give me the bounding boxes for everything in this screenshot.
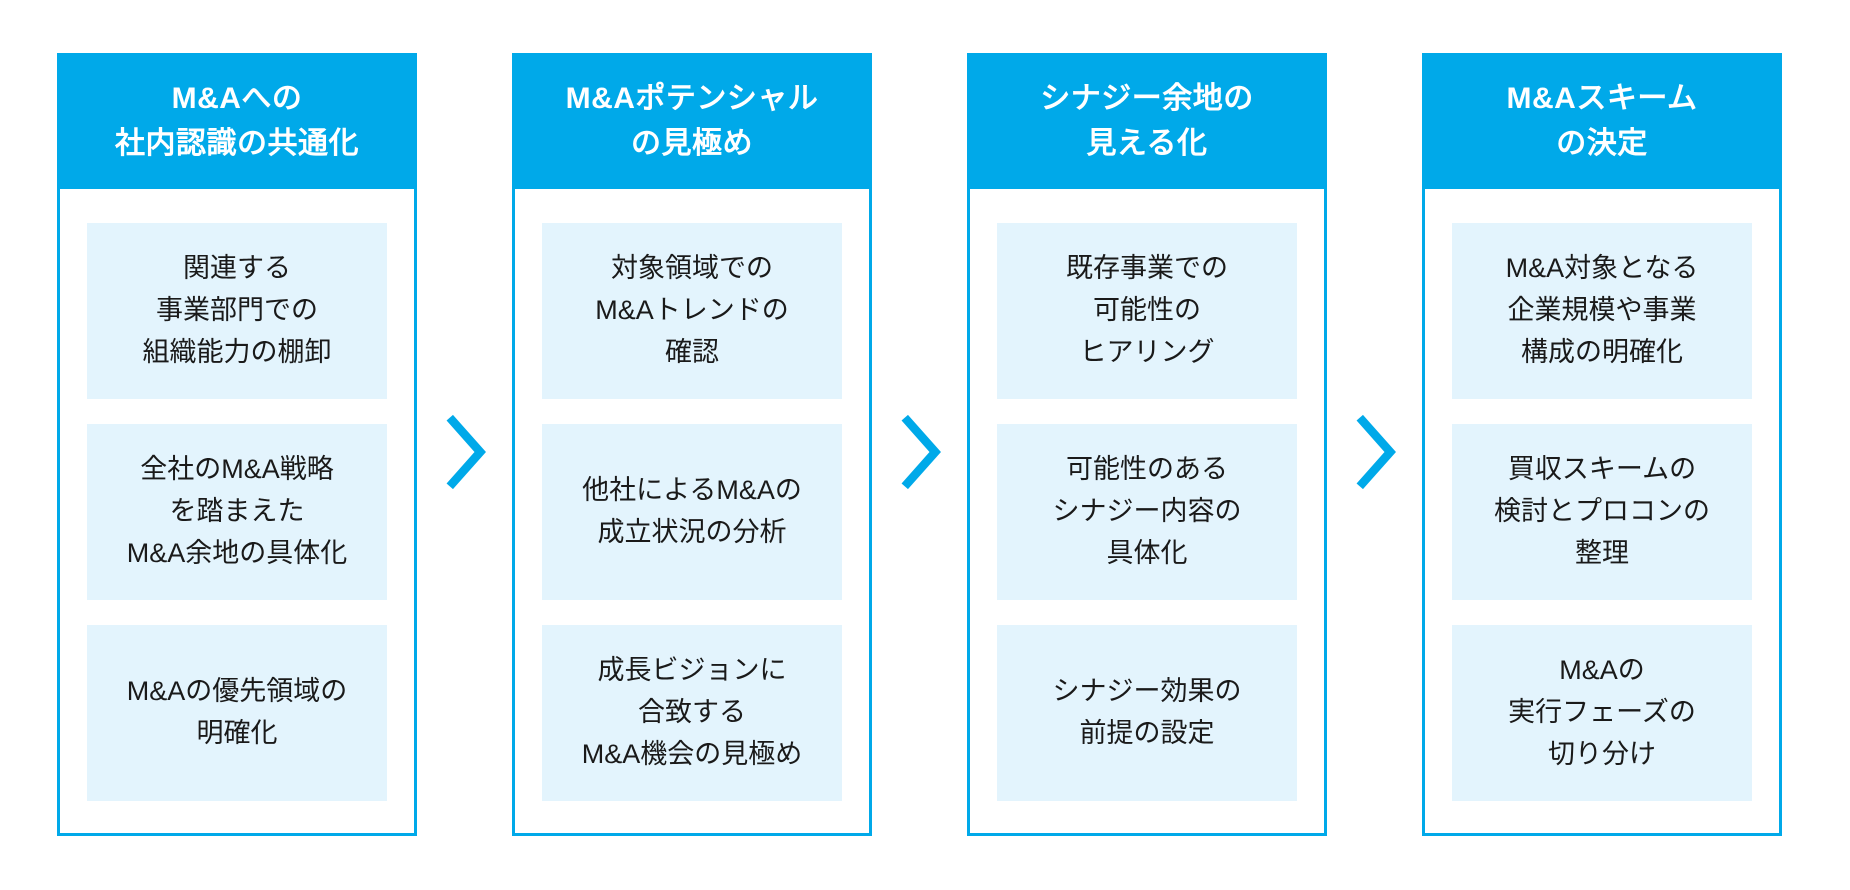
arrow-cell xyxy=(1327,53,1422,836)
column-3-body: 既存事業での 可能性の ヒアリング 可能性のある シナジー内容の 具体化 シナジ… xyxy=(970,189,1324,833)
step-item: 対象領域での M&Aトレンドの 確認 xyxy=(542,223,842,399)
chevron-right-icon xyxy=(901,414,941,489)
column-4-body: M&A対象となる 企業規模や事業 構成の明確化 買収スキームの 検討とプロコンの… xyxy=(1425,189,1779,833)
chevron-right-icon xyxy=(1356,414,1396,489)
step-item: M&Aの 実行フェーズの 切り分け xyxy=(1452,625,1752,801)
column-1-body: 関連する 事業部門での 組織能力の棚卸 全社のM&A戦略 を踏まえた M&A余地… xyxy=(60,189,414,833)
process-column-1: M&Aへの 社内認識の共通化 関連する 事業部門での 組織能力の棚卸 全社のM&… xyxy=(57,53,417,836)
step-item: シナジー効果の 前提の設定 xyxy=(997,625,1297,801)
step-item: 成長ビジョンに 合致する M&A機会の見極め xyxy=(542,625,842,801)
step-item: 買収スキームの 検討とプロコンの 整理 xyxy=(1452,424,1752,600)
step-item: 全社のM&A戦略 を踏まえた M&A余地の具体化 xyxy=(87,424,387,600)
column-1-header: M&Aへの 社内認識の共通化 xyxy=(57,53,417,189)
step-item: 関連する 事業部門での 組織能力の棚卸 xyxy=(87,223,387,399)
ma-process-flow-diagram: M&Aへの 社内認識の共通化 関連する 事業部門での 組織能力の棚卸 全社のM&… xyxy=(57,53,1782,836)
column-2-header: M&Aポテンシャル の見極め xyxy=(512,53,872,189)
column-3-header: シナジー余地の 見える化 xyxy=(967,53,1327,189)
step-item: M&A対象となる 企業規模や事業 構成の明確化 xyxy=(1452,223,1752,399)
arrow-cell xyxy=(872,53,967,836)
process-column-3: シナジー余地の 見える化 既存事業での 可能性の ヒアリング 可能性のある シナ… xyxy=(967,53,1327,836)
process-column-2: M&Aポテンシャル の見極め 対象領域での M&Aトレンドの 確認 他社によるM… xyxy=(512,53,872,836)
process-column-4: M&Aスキーム の決定 M&A対象となる 企業規模や事業 構成の明確化 買収スキ… xyxy=(1422,53,1782,836)
step-item: M&Aの優先領域の 明確化 xyxy=(87,625,387,801)
step-item: 既存事業での 可能性の ヒアリング xyxy=(997,223,1297,399)
column-2-body: 対象領域での M&Aトレンドの 確認 他社によるM&Aの 成立状況の分析 成長ビ… xyxy=(515,189,869,833)
column-4-header: M&Aスキーム の決定 xyxy=(1422,53,1782,189)
arrow-cell xyxy=(417,53,512,836)
step-item: 可能性のある シナジー内容の 具体化 xyxy=(997,424,1297,600)
step-item: 他社によるM&Aの 成立状況の分析 xyxy=(542,424,842,600)
chevron-right-icon xyxy=(446,414,486,489)
